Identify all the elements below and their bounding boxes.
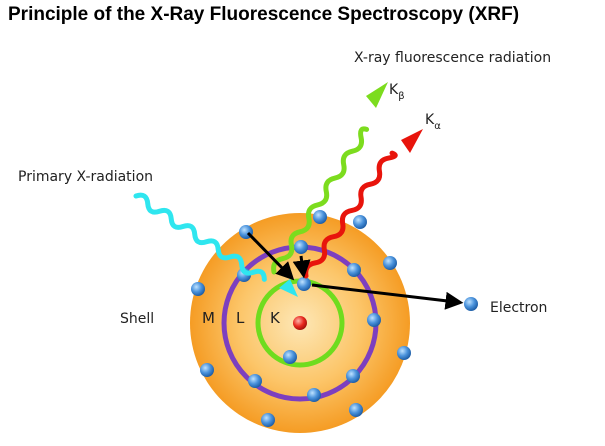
- shell-m-label: M: [202, 309, 215, 327]
- kbeta-label: Kβ: [389, 82, 405, 102]
- electron-dot-icon: [313, 210, 327, 224]
- shell-l-label: L: [236, 309, 245, 327]
- kbeta-wave: [271, 126, 370, 275]
- electron-dot-icon: [200, 363, 214, 377]
- electron-label: Electron: [490, 300, 547, 316]
- wavy-arrow-icon: [366, 82, 388, 108]
- electron-dot-icon: [383, 256, 397, 270]
- fluorescence-label: X-ray fluorescence radiation: [354, 50, 551, 66]
- electron-dot-icon: [297, 277, 311, 291]
- ejected-electron-arrow: [311, 283, 464, 310]
- kalpha-wave: [303, 150, 398, 279]
- l-shell-electrons: [237, 240, 381, 402]
- kbeta-subscript: β: [398, 91, 404, 102]
- electron-dot-icon: [294, 240, 308, 254]
- kbeta-letter: K: [389, 82, 399, 98]
- shell-label: Shell: [120, 311, 154, 327]
- l-to-k-arrow: [246, 231, 295, 281]
- electron-dot-icon: [397, 346, 411, 360]
- kalpha-subscript: α: [434, 121, 441, 132]
- electron-dot-icon: [347, 263, 361, 277]
- electron-dot-icon: [191, 282, 205, 296]
- kalpha-label: Kα: [425, 112, 441, 132]
- m-to-k-arrow: [292, 255, 311, 279]
- wavy-arrow-icon: [401, 129, 423, 153]
- primary-label: Primary X-radiation: [18, 169, 153, 185]
- k-shell-electrons: [283, 277, 311, 364]
- electron-dot-icon: [346, 369, 360, 383]
- electron-dot-icon: [353, 215, 367, 229]
- electron-dot-icon: [349, 403, 363, 417]
- electron-dot-icon: [261, 413, 275, 427]
- kalpha-letter: K: [425, 112, 435, 128]
- electron-dot-icon: [283, 350, 297, 364]
- electron-dot-icon: [367, 313, 381, 327]
- shell-k-label: K: [270, 309, 281, 327]
- m-shell-electrons: [191, 210, 411, 427]
- page-title: Principle of the X-Ray Fluorescence Spec…: [8, 4, 520, 25]
- electron-dot-icon: [307, 388, 321, 402]
- nucleus-dot-icon: [293, 316, 307, 330]
- primary-xray-wave: [133, 192, 267, 282]
- electron-dot-icon: [248, 374, 262, 388]
- ejected-electron-icon: [464, 297, 478, 311]
- wavy-arrow-icon: [279, 279, 298, 297]
